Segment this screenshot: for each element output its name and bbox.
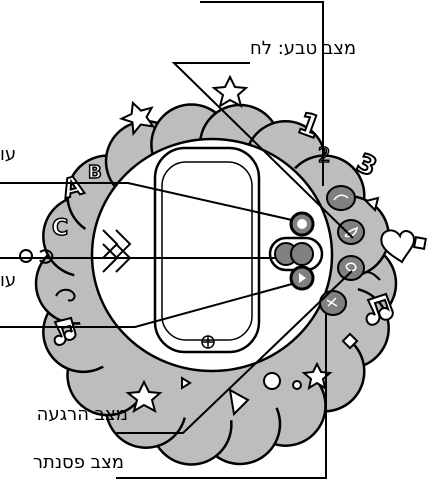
center-window <box>155 148 259 352</box>
calm-mode-button[interactable] <box>338 256 364 280</box>
label-nature-mode: מצב טבע: לח <box>250 38 441 60</box>
leaf-mode-button[interactable] <box>338 220 364 244</box>
label-volume-down: עו <box>0 270 26 292</box>
plus-icon <box>202 336 214 348</box>
label-volume-up: עו <box>0 144 26 166</box>
power-right-button[interactable] <box>291 243 313 265</box>
label-calm-mode: מצב הרגעה <box>0 404 128 426</box>
label-piano-mode: מצב פסנתר <box>0 452 124 474</box>
circle-shape-icon <box>20 250 32 262</box>
circle-shape-icon <box>293 381 301 389</box>
number-two: 2 <box>318 143 331 167</box>
letter-b: B <box>88 162 102 183</box>
star-shape-icon <box>214 77 246 106</box>
letter-c: C <box>52 216 68 241</box>
circle-shape-icon <box>264 373 280 389</box>
square-shape-icon <box>414 237 426 249</box>
nature-mode-button[interactable] <box>327 186 355 210</box>
